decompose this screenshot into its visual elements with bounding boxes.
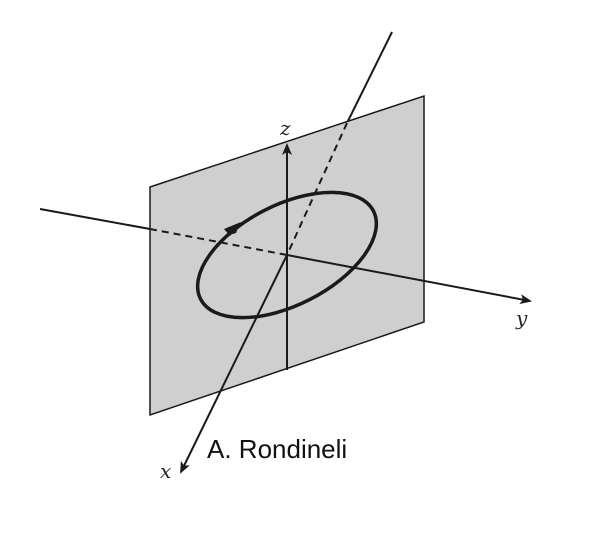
z-axis-label: z [279,116,291,140]
y-axis-label: y [515,306,528,330]
xz-line-hidden-segment [286,122,348,256]
author-caption: A. Rondineli [207,434,347,464]
x-axis [180,254,288,474]
x-axis-label: x [160,459,171,483]
loop-arrowhead [224,222,241,236]
y-axis-left-segment [39,208,151,230]
y-axis [286,254,532,305]
current-loop [195,190,379,320]
xz-line-upper-segment [346,31,393,124]
